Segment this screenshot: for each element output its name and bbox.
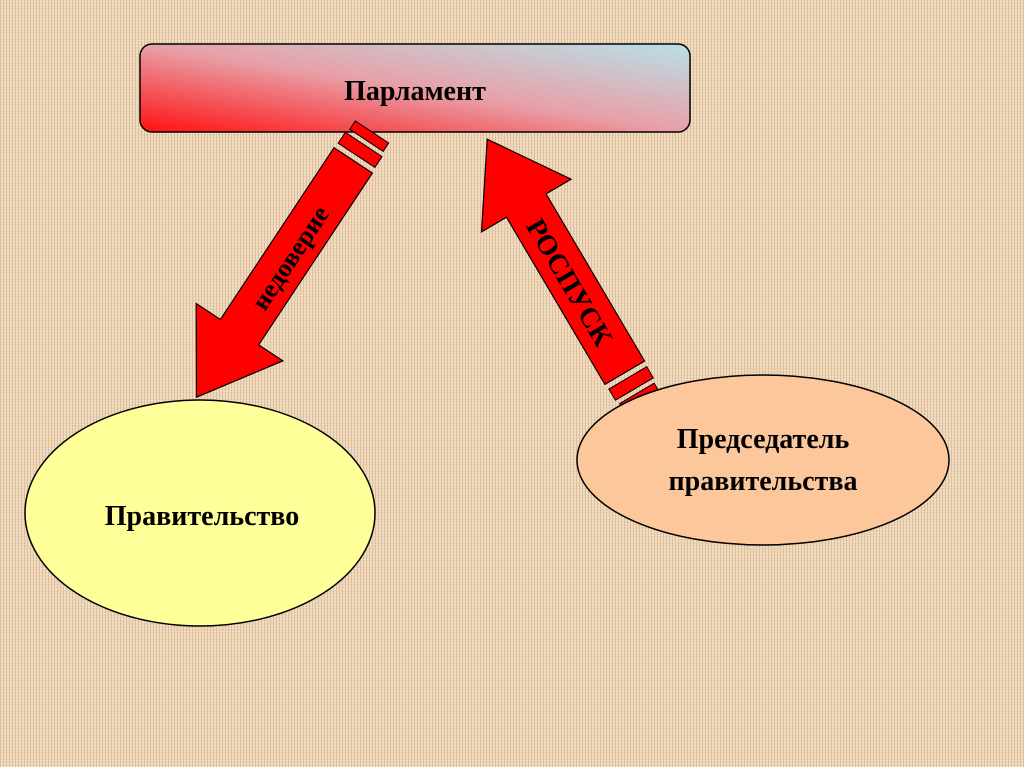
- distrust-arrow: недоверие: [195, 120, 390, 399]
- dissolution-arrow: РОСПУСК: [480, 138, 660, 413]
- parliament-box: Парламент: [139, 43, 691, 133]
- government-label: Правительство: [105, 501, 299, 532]
- chairman-label-line1: Председатель: [677, 424, 850, 455]
- government-node: Правительство: [24, 399, 376, 627]
- parliament-label: Парламент: [344, 76, 486, 107]
- chairman-label-line2: правительства: [669, 466, 858, 497]
- chairman-node: Председатель правительства: [576, 374, 950, 546]
